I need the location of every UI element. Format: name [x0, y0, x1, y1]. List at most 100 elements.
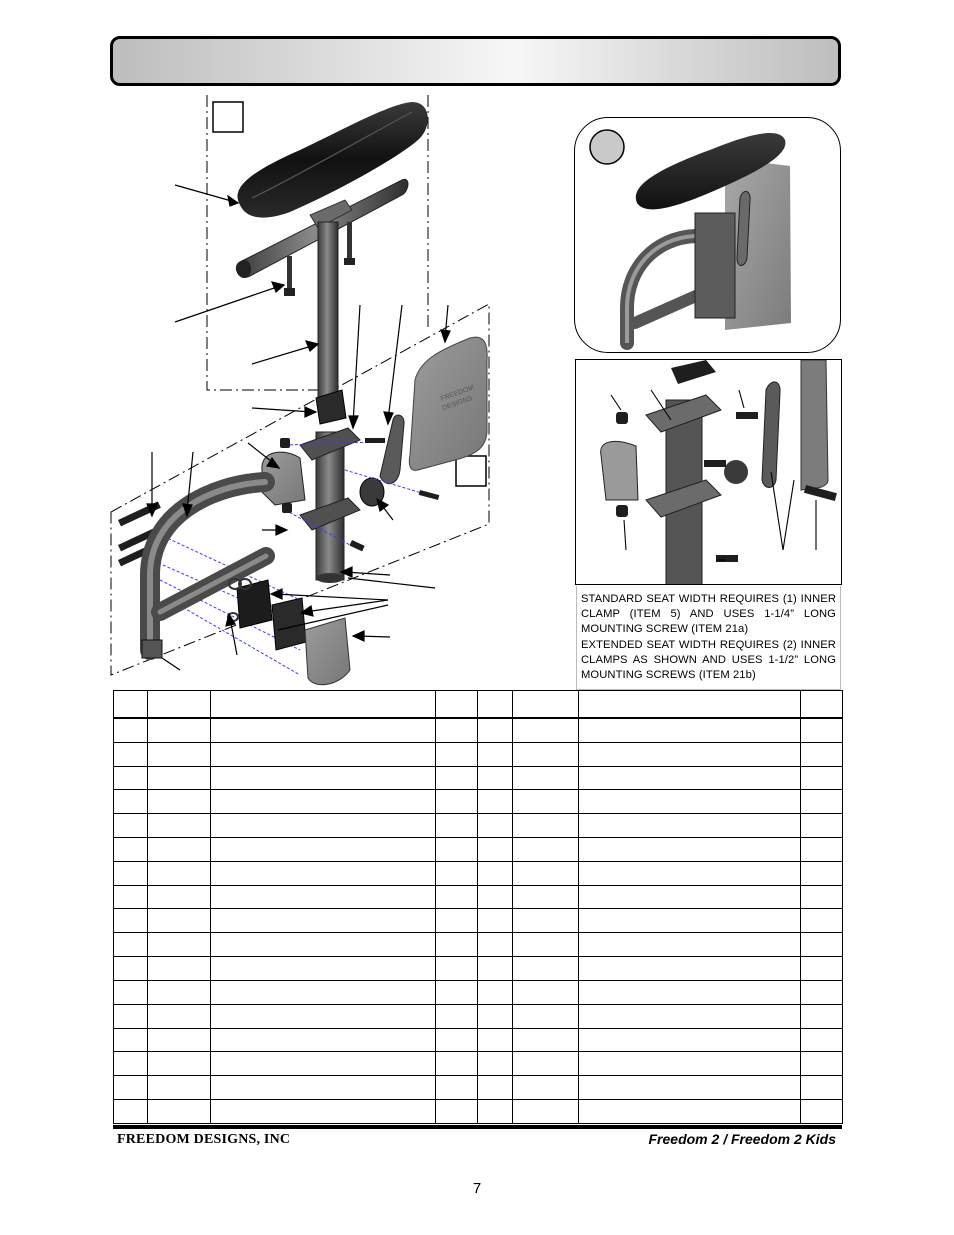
- table-cell: [512, 979, 579, 1005]
- receiver-tube: [299, 427, 361, 583]
- table-row: [113, 860, 843, 886]
- table-row: [113, 1075, 843, 1100]
- table-cell: [147, 789, 211, 815]
- table-cell: [210, 1003, 436, 1029]
- table-cell: [800, 1027, 843, 1053]
- table-cell: [147, 837, 211, 862]
- table-cell: [477, 741, 513, 767]
- inset-circle-marker: [589, 129, 625, 165]
- table-cell: [435, 884, 478, 910]
- table-cell: [477, 789, 513, 815]
- table-cell: [113, 932, 148, 958]
- table-cell: [435, 837, 478, 862]
- table-cell: [113, 1051, 148, 1077]
- table-cell: [435, 932, 478, 958]
- armrest-post: [317, 221, 339, 398]
- side-guard-plate: FREEDOM DESIGNS: [408, 336, 488, 471]
- table-cell: [435, 908, 478, 934]
- table-cell: [800, 979, 843, 1005]
- table-cell: [477, 956, 513, 981]
- table-cell: [435, 979, 478, 1005]
- table-cell: [512, 1051, 579, 1077]
- table-cell: [113, 741, 148, 767]
- assembled-armrest-image: [589, 129, 791, 350]
- table-cell: [578, 979, 801, 1005]
- table-cell: [800, 813, 843, 839]
- armrest-screws: [284, 222, 355, 296]
- table-cell: [435, 741, 478, 767]
- table-cell: [578, 1003, 801, 1029]
- table-row: [113, 884, 843, 910]
- footer-rule: [113, 1125, 842, 1129]
- company-name: FREEDOM DESIGNS, INC: [117, 1132, 291, 1147]
- table-cell: [147, 1075, 211, 1100]
- table-cell: [147, 813, 211, 839]
- table-cell: [512, 1003, 579, 1029]
- table-header-cell: [113, 689, 148, 719]
- table-cell: [113, 908, 148, 934]
- table-cell: [800, 741, 843, 767]
- extended-width-detail-inset: [575, 359, 842, 585]
- table-cell: [210, 932, 436, 958]
- table-cell: [210, 1098, 436, 1125]
- table-cell: [113, 813, 148, 839]
- table-cell: [800, 837, 843, 862]
- table-header-cell: [512, 689, 579, 719]
- table-cell: [578, 1027, 801, 1053]
- table-cell: [578, 1075, 801, 1100]
- seat-width-note: STANDARD SEAT WIDTH REQUIRES (1) INNER C…: [576, 586, 841, 690]
- table-cell: [477, 884, 513, 910]
- table-cell: [578, 837, 801, 862]
- table-cell: [113, 1075, 148, 1100]
- table-cell: [477, 908, 513, 934]
- table-cell: [800, 789, 843, 815]
- table-cell: [210, 884, 436, 910]
- table-cell: [113, 956, 148, 981]
- table-cell: [477, 765, 513, 791]
- table-cell: [578, 908, 801, 934]
- table-row: [113, 765, 843, 791]
- table-cell: [477, 1003, 513, 1029]
- table-row: [113, 717, 843, 743]
- table-row: [113, 789, 843, 815]
- table-cell: [210, 1027, 436, 1053]
- table-cell: [800, 956, 843, 981]
- table-cell: [800, 1098, 843, 1125]
- table-cell: [477, 1027, 513, 1053]
- table-header-cell: [210, 689, 436, 719]
- table-cell: [800, 1051, 843, 1077]
- table-cell: [210, 1075, 436, 1100]
- table-cell: [477, 1098, 513, 1125]
- inner-clamps: [227, 578, 307, 651]
- table-cell: [477, 813, 513, 839]
- table-cell: [435, 813, 478, 839]
- table-cell: [147, 1003, 211, 1029]
- table-cell: [477, 837, 513, 862]
- table-cell: [435, 717, 478, 743]
- model-name: Freedom 2 / Freedom 2 Kids: [648, 1131, 837, 1147]
- table-cell: [113, 789, 148, 815]
- panel-a-label-box: [212, 101, 244, 133]
- note-standard-width: STANDARD SEAT WIDTH REQUIRES (1) INNER C…: [581, 593, 836, 636]
- table-cell: [147, 932, 211, 958]
- table-cell: [210, 717, 436, 743]
- table-row: [113, 1027, 843, 1053]
- table-cell: [578, 1051, 801, 1077]
- table-cell: [113, 837, 148, 862]
- table-cell: [435, 1051, 478, 1077]
- table-cell: [147, 1098, 211, 1125]
- table-cell: [210, 813, 436, 839]
- table-cell: [578, 813, 801, 839]
- table-row: [113, 837, 843, 862]
- table-row: [113, 813, 843, 839]
- table-cell: [210, 956, 436, 981]
- table-cell: [435, 1098, 478, 1125]
- table-cell: [210, 741, 436, 767]
- table-cell: [512, 765, 579, 791]
- section-title-bar: [110, 36, 841, 86]
- extended-clamp-detail-image: [600, 360, 837, 584]
- table-cell: [578, 741, 801, 767]
- table-cell: [147, 884, 211, 910]
- table-cell: [113, 979, 148, 1005]
